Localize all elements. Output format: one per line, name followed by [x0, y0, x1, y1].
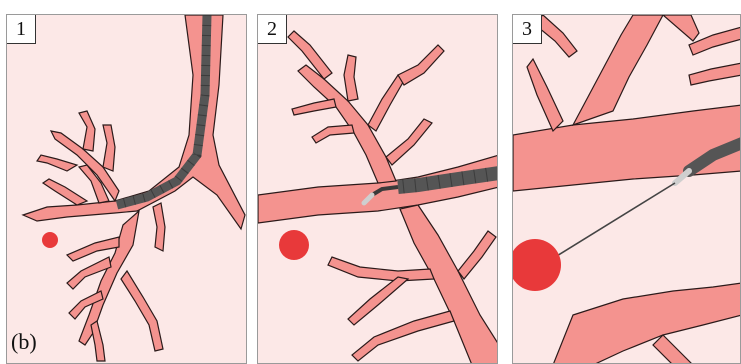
upper-twig-g [386, 119, 432, 165]
upper-branch-b [527, 59, 563, 131]
panel-3: 3 [512, 14, 741, 364]
upper-twig-e [312, 125, 354, 143]
panel-2: 2 [257, 14, 498, 364]
lower-branch [553, 283, 741, 364]
lesion [513, 239, 561, 291]
lower-twig-c [352, 311, 454, 361]
upper-twig-a [344, 55, 358, 101]
subfigure-label: (b) [11, 329, 37, 355]
upper-twig-d [292, 99, 336, 115]
upper-twig-b [103, 125, 115, 171]
lower-twig-a [653, 335, 693, 364]
panel-2-illustration [258, 15, 498, 364]
panel-label-1: 1 [7, 15, 36, 44]
lower-twig-b [67, 237, 119, 261]
upper-twig-a [79, 111, 95, 151]
upper-branch-e [689, 63, 741, 85]
lower-twig-a [328, 257, 434, 281]
lower-twig-b [348, 277, 408, 325]
upper-branch-a [573, 15, 663, 125]
upper-twig-f [398, 45, 444, 85]
lower-twig-d [458, 231, 496, 279]
lower-twig-d [121, 271, 163, 351]
panel-1-illustration [7, 15, 247, 364]
upper-twig-d [43, 179, 87, 205]
upper-twig-b [368, 75, 406, 131]
panel-label-2: 2 [258, 15, 287, 44]
panel-3-illustration [513, 15, 741, 364]
panel-label-3: 3 [513, 15, 542, 44]
lesion [279, 230, 309, 260]
lower-branch [400, 205, 498, 364]
lower-twig-f [91, 321, 105, 361]
upper-branch-c [663, 15, 699, 41]
lesion [42, 232, 58, 248]
panel-1: 1 (b) [6, 14, 247, 364]
biopsy-needle [539, 183, 675, 267]
upper-twig-c [37, 155, 77, 171]
lower-twig-a [153, 203, 165, 251]
